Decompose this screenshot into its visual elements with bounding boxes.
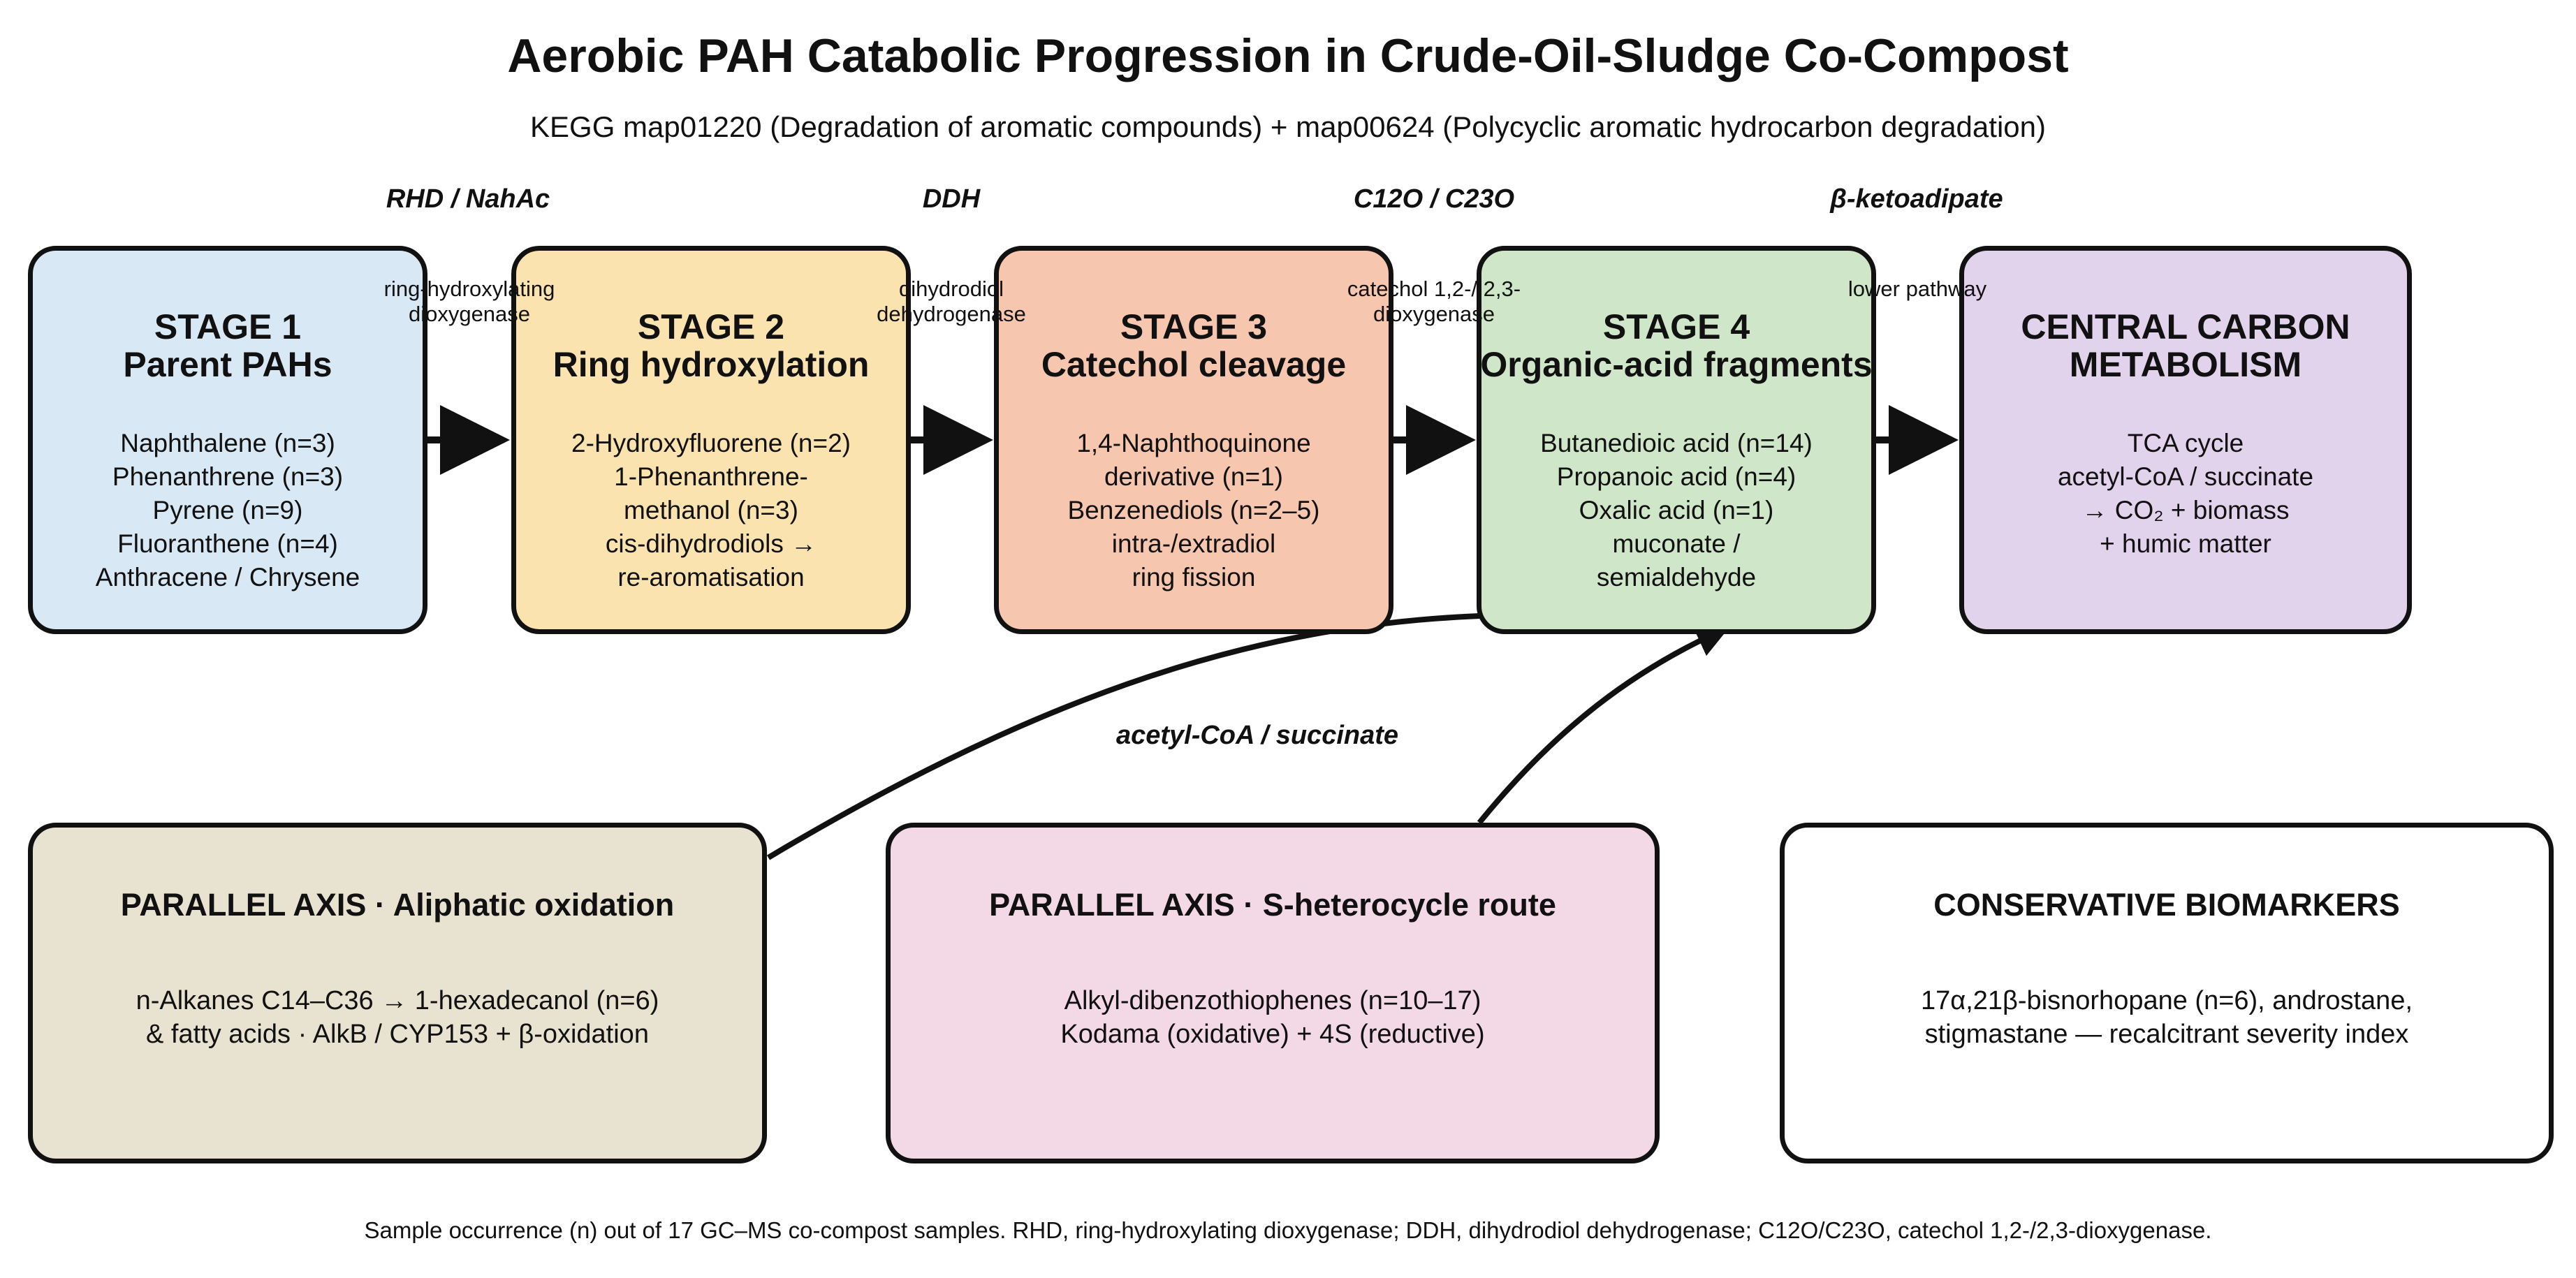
stage-3-item: Benzenediols (n=2–5) [1067, 496, 1320, 524]
stage-4-item: Oxalic acid (n=1) [1579, 496, 1774, 524]
stage-4-item: muconate / [1612, 529, 1741, 558]
enzyme-label-rhd: RHD / NahAc [386, 184, 550, 214]
footnote: Sample occurrence (n) out of 17 GC–MS co… [364, 1217, 2212, 1243]
sheterocycle-axis-title: PARALLEL AXIS · S-heterocycle route [989, 887, 1556, 923]
connector-label-rhd: ring-hydroxylating dioxygenase [383, 277, 555, 326]
central-carbon-item: acetyl-CoA / succinate [2057, 462, 2314, 491]
biomarkers-item: 17α,21β-bisnorhopane (n=6), androstane, [1920, 986, 2413, 1015]
stage-2-item: 1-Phenanthrene- [614, 462, 808, 491]
connector-label-ddh: dihydrodiol dehydrogenase [877, 277, 1026, 326]
stage-1-item: Fluoranthene (n=4) [117, 529, 338, 558]
aliphatic-axis-item: & fatty acids · AlkB / CYP153 + β-oxidat… [146, 1020, 649, 1049]
stage-2-item: methanol (n=3) [624, 496, 798, 524]
stage-3-item: intra-/extradiol [1111, 529, 1276, 558]
stage-3-item: ring fission [1132, 563, 1256, 592]
stage-1-item: Phenanthrene (n=3) [112, 462, 344, 491]
stage-3-items: 1,4-Naphthoquinone derivative (n=1) Benz… [1067, 427, 1319, 594]
stage-1-items: Naphthalene (n=3) Phenanthrene (n=3) Pyr… [96, 427, 360, 594]
sheterocycle-axis-box: PARALLEL AXIS · S-heterocycle route Alky… [886, 823, 1660, 1163]
stage-2-items: 2-Hydroxyfluorene (n=2) 1-Phenanthrene- … [571, 427, 851, 594]
biomarkers-items: 17α,21β-bisnorhopane (n=6), androstane, … [1921, 984, 2413, 1051]
aliphatic-axis-box: PARALLEL AXIS · Aliphatic oxidation n-Al… [28, 823, 767, 1163]
central-carbon-item: TCA cycle [2127, 429, 2244, 457]
biomarkers-item: stigmastane — recalcitrant severity inde… [1924, 1020, 2409, 1049]
connector-label-lower-pathway: lower pathway [1847, 277, 1987, 301]
stage-3-item: 1,4-Naphthoquinone [1076, 429, 1311, 457]
central-carbon-item: + humic matter [2100, 529, 2271, 558]
curve-sheterocycle-to-stage4 [1477, 625, 1730, 825]
stage-4-item: Butanedioic acid (n=14) [1540, 429, 1813, 457]
biomarkers-title: CONSERVATIVE BIOMARKERS [1933, 887, 2400, 923]
sheterocycle-axis-item: Kodama (oxidative) + 4S (reductive) [1060, 1020, 1485, 1049]
aliphatic-axis-title: PARALLEL AXIS · Aliphatic oxidation [120, 887, 675, 923]
enzyme-label-ddh: DDH [922, 184, 981, 214]
stage-1-item: Pyrene (n=9) [152, 496, 303, 524]
stage-1-item: Naphthalene (n=3) [120, 429, 335, 457]
connector-label-catechol: catechol 1,2-/ 2,3-dioxygenase [1347, 277, 1521, 326]
enzyme-label-beta-ketoadipate: β-ketoadipate [1830, 184, 2003, 214]
stage-4-item: semialdehyde [1596, 563, 1757, 592]
enzyme-label-c12o-c23o: C12O / C23O [1353, 184, 1515, 214]
diagram-title: Aerobic PAH Catabolic Progression in Cru… [507, 29, 2069, 82]
central-carbon-item: → CO₂ + biomass [2081, 496, 2290, 524]
diagram-subtitle: KEGG map01220 (Degradation of aromatic c… [530, 110, 2046, 143]
stage-2-item: re-aromatisation [617, 563, 805, 592]
stage-2-item: 2-Hydroxyfluorene (n=2) [571, 429, 851, 457]
aliphatic-axis-items: n-Alkanes C14–C36 → 1-hexadecanol (n=6) … [136, 984, 659, 1051]
central-carbon-items: TCA cycle acetyl-CoA / succinate → CO₂ +… [2058, 427, 2313, 561]
stage-3-item: derivative (n=1) [1104, 462, 1284, 491]
stage-4-item: Propanoic acid (n=4) [1556, 462, 1796, 491]
stage-4-items: Butanedioic acid (n=14) Propanoic acid (… [1540, 427, 1813, 594]
aliphatic-axis-item: n-Alkanes C14–C36 → 1-hexadecanol (n=6) [136, 986, 659, 1015]
stage-1-item: Anthracene / Chrysene [95, 563, 360, 592]
curve-label-acetyl-coa: acetyl-CoA / succinate [1115, 721, 1399, 750]
stage-2-item: cis-dihydrodiols → [605, 529, 817, 558]
sheterocycle-axis-items: Alkyl-dibenzothiophenes (n=10–17) Kodama… [1060, 984, 1484, 1051]
sheterocycle-axis-item: Alkyl-dibenzothiophenes (n=10–17) [1064, 986, 1481, 1015]
biomarkers-box: CONSERVATIVE BIOMARKERS 17α,21β-bisnorho… [1780, 823, 2554, 1163]
